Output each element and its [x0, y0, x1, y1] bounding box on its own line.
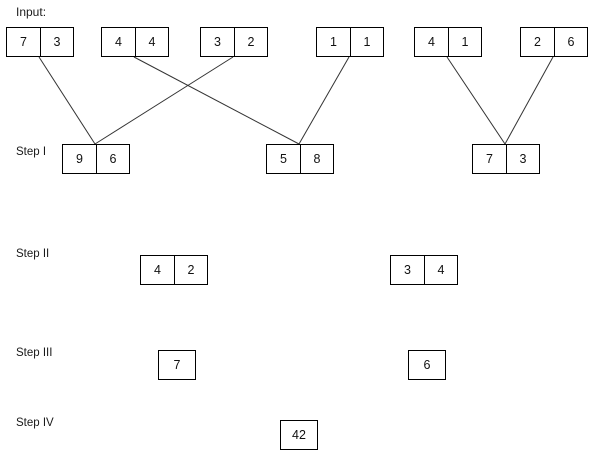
input-node-2-cell-1: 2: [234, 28, 267, 56]
step2-node-0-cell-1: 2: [174, 256, 207, 284]
step3-node-1-cell-0: 6: [423, 357, 431, 372]
input-node-3-cell-1: 1: [350, 28, 383, 56]
connector-input-node-3-to-step1-node-1: [298, 56, 350, 145]
connector-input-node-5-to-step1-node-2: [504, 56, 554, 145]
connector-input-node-4-to-step1-node-2: [446, 56, 506, 145]
step3-node-1: 6: [408, 350, 446, 380]
step2-node-1-cell-0: 3: [404, 262, 411, 277]
connector-input-node-0-to-step1-node-0: [38, 56, 96, 145]
input-node-2-cell-0: 3: [214, 34, 221, 49]
input-node-5-cell-1: 6: [554, 28, 587, 56]
step4-label: Step IV: [16, 417, 54, 429]
input-node-4-cell-0: 4: [428, 34, 435, 49]
input-node-0-cell-1: 3: [40, 28, 73, 56]
step1-node-2-cell-1: 3: [506, 145, 539, 173]
step4-node-0-cell-0: 42: [292, 427, 306, 442]
step2-node-1-cell-1: 4: [424, 256, 457, 284]
step2-node-0-cell-0: 4: [154, 262, 161, 277]
connector-input-node-2-to-step1-node-0: [94, 56, 234, 145]
step3-label: Step III: [16, 347, 53, 359]
step1-label: Step I: [16, 146, 47, 158]
connector-input-node-1-to-step1-node-1: [133, 56, 300, 145]
step1-node-1-cell-1: 8: [300, 145, 333, 173]
input-node-5-cell-0: 2: [534, 34, 541, 49]
input-node-1-cell-0: 4: [115, 34, 122, 49]
input-node-4-cell-1: 1: [448, 28, 481, 56]
step2-label: Step II: [16, 248, 50, 260]
step1-node-2-cell-0: 7: [486, 151, 493, 166]
step1-node-1-cell-0: 5: [280, 151, 287, 166]
step3-node-0: 7: [158, 350, 196, 380]
input-caption: Input:: [16, 5, 47, 19]
step3-node-0-cell-0: 7: [173, 357, 181, 372]
input-node-3-cell-0: 1: [330, 34, 337, 49]
step1-node-0-cell-1: 6: [96, 145, 129, 173]
step1-node-0-cell-0: 9: [76, 151, 83, 166]
input-node-0-cell-0: 7: [20, 34, 27, 49]
step4-node-0: 42: [280, 420, 318, 450]
input-node-1-cell-1: 4: [135, 28, 168, 56]
